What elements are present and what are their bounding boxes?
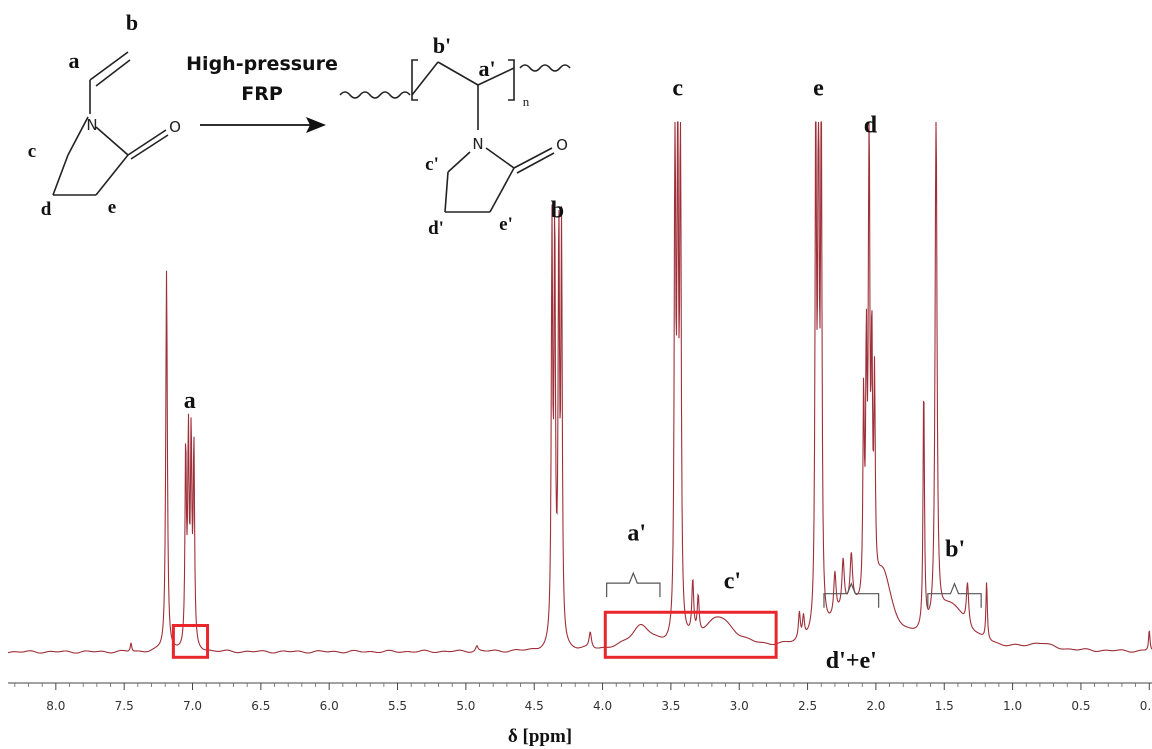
highlight-box — [603, 610, 778, 659]
x-tick-label: 1.0 — [1003, 699, 1022, 713]
x-tick-label: 5.5 — [388, 699, 407, 713]
x-axis-title: δ [ppm] — [508, 726, 572, 747]
monomer-nitrogen: N — [86, 116, 97, 134]
reaction-scheme: N O a b c d e High-pressure FRP — [28, 10, 571, 239]
polymer-label-a-prime: a' — [478, 56, 495, 81]
monomer-label-d: d — [41, 199, 52, 220]
monomer-label-a: a — [69, 48, 80, 73]
integration-brackets — [606, 571, 982, 608]
integration-bracket — [823, 582, 880, 608]
x-tick-label: 6.5 — [251, 699, 270, 713]
x-tick-label: 1.5 — [935, 699, 954, 713]
highlight-boxes — [171, 610, 778, 659]
x-axis-ticks: 8.0 7.5 7.0 6.5 6.0 5.5 5.0 4.5 4.0 3.5 3.0 2.5 2.0 1… — [14, 683, 1152, 713]
monomer-label-c: c — [28, 141, 36, 162]
polymer-repeat-n: n — [523, 94, 530, 109]
spectrum-line — [7, 121, 1152, 654]
integration-bracket — [606, 571, 661, 598]
peak-label: d — [864, 113, 878, 139]
x-tick-label: 0.0 — [1140, 699, 1152, 713]
polymer-oxygen: O — [556, 136, 568, 154]
peak-label: b' — [945, 537, 965, 563]
reaction-arrow — [200, 117, 326, 133]
arrow-label-conditions: High-pressure — [186, 53, 338, 75]
x-tick-label: 2.5 — [798, 699, 817, 713]
monomer-oxygen: O — [169, 118, 181, 136]
x-tick-label: 7.5 — [115, 699, 134, 713]
x-tick-label: 3.5 — [661, 699, 680, 713]
integration-bracket — [927, 582, 982, 608]
x-tick-label: 2.0 — [866, 699, 885, 713]
polymer-label-b-prime: b' — [433, 33, 451, 58]
peak-label: a — [184, 388, 196, 414]
polymer-nitrogen: N — [472, 135, 483, 153]
polymer-label-e-prime: e' — [499, 214, 513, 235]
peak-label: e — [813, 76, 824, 102]
x-axis: 8.0 7.5 7.0 6.5 6.0 5.5 5.0 4.5 4.0 3.5 3.0 2.5 2.0 1… — [8, 682, 1152, 747]
x-tick-label: 3.0 — [730, 699, 749, 713]
x-tick-label: 4.0 — [593, 699, 612, 713]
arrow-label-frp: FRP — [241, 83, 283, 105]
x-tick-label: 5.0 — [456, 699, 475, 713]
polymer-label-c-prime: c' — [425, 154, 439, 175]
x-tick-label: 6.0 — [320, 699, 339, 713]
monomer-structure — [52, 51, 169, 196]
peak-label: d'+e' — [826, 648, 877, 674]
peak-label: a' — [627, 521, 646, 547]
peak-label: b — [551, 197, 564, 223]
peak-label: c — [672, 76, 683, 102]
peak-label: c' — [724, 568, 741, 594]
x-tick-label: 8.0 — [46, 699, 65, 713]
polymer-label-d-prime: d' — [428, 218, 444, 239]
peak-annotations: a b c e d a' c' b' d'+e' — [184, 76, 965, 674]
highlight-box — [171, 624, 210, 659]
monomer-label-e: e — [108, 197, 116, 218]
polymer-structure — [339, 59, 571, 213]
x-tick-label: 4.5 — [525, 699, 544, 713]
spectrum-plot — [7, 121, 1152, 654]
x-tick-label: 7.0 — [183, 699, 202, 713]
x-tick-label: 0.5 — [1071, 699, 1090, 713]
monomer-label-b: b — [126, 10, 138, 35]
